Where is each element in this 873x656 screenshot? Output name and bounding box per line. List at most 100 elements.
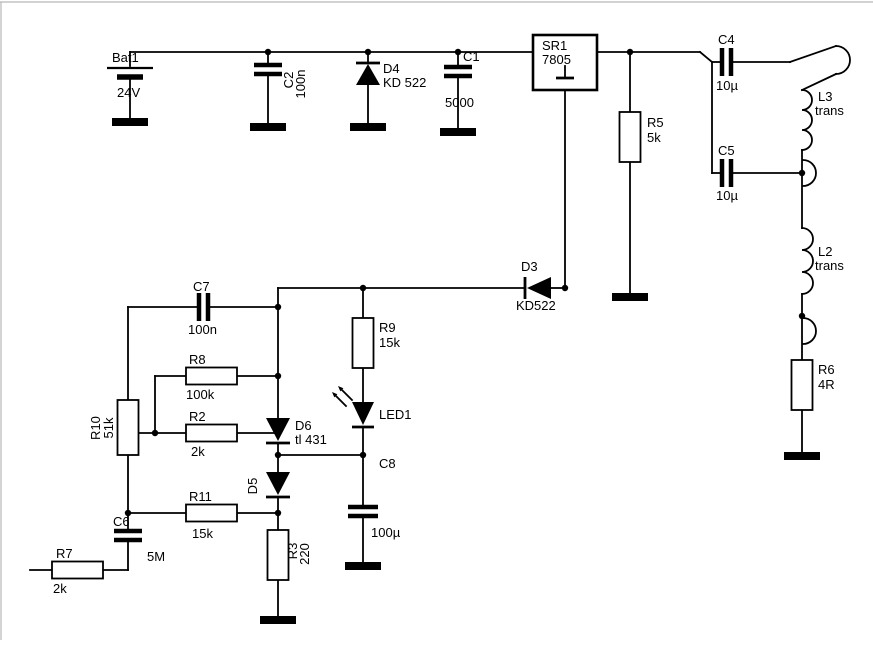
- component-value: 10µ: [716, 188, 738, 203]
- component-ref: R3: [285, 543, 300, 560]
- resistor-r7: R7 2k: [51, 546, 104, 596]
- wires: [29, 44, 838, 617]
- junction-dot: [264, 48, 272, 56]
- capacitor-c8: C8 100µ: [348, 456, 401, 540]
- regulator-body: [531, 33, 599, 92]
- component-value: 220: [297, 543, 312, 565]
- component-value: 15k: [379, 335, 400, 350]
- resistor-body: [185, 423, 238, 443]
- component-ref: LED1: [379, 407, 412, 422]
- diode-icon: [527, 277, 551, 299]
- component-ref: D5: [245, 478, 260, 495]
- component-value: 5k: [647, 130, 661, 145]
- resistor-r6: R6 4R: [790, 359, 835, 411]
- diode-d4: D4 KD 522: [356, 61, 426, 90]
- component-ref: D3: [521, 259, 538, 274]
- component-ref: C5: [718, 143, 735, 158]
- component-value: 2k: [53, 581, 67, 596]
- component-ref: C2: [281, 72, 296, 89]
- connector-icon: [835, 45, 851, 75]
- wire: [800, 72, 838, 92]
- junction-dot: [359, 284, 367, 292]
- ground-icon: [112, 118, 148, 126]
- component-value: 51k: [101, 417, 116, 438]
- diode-d5: D5: [245, 472, 290, 499]
- regulator-sr1: SR1 7805: [531, 33, 599, 92]
- ground-icon: [350, 123, 386, 131]
- resistor-body: [266, 529, 290, 581]
- component-value: tl 431: [295, 432, 327, 447]
- ground-icon: [612, 293, 648, 301]
- resistor-r8: R8 100k: [185, 352, 238, 402]
- component-ref: R2: [189, 409, 206, 424]
- junction-dot: [274, 303, 282, 311]
- inductor-l2: L2 trans: [801, 227, 844, 295]
- component-ref: L3: [818, 89, 832, 104]
- component-ref: SR1: [542, 38, 567, 53]
- component-ref: R5: [647, 115, 664, 130]
- component-ref: R7: [56, 546, 73, 561]
- resistor-body: [185, 366, 238, 386]
- component-value: KD 522: [383, 75, 426, 90]
- led-emission-arrow-icon: [332, 392, 338, 398]
- component-ref: R6: [818, 362, 835, 377]
- resistor-r11: R11 15k: [185, 489, 238, 541]
- shunt-regulator-d6: D6 tl 431: [266, 418, 327, 447]
- component-value: 100n: [293, 70, 308, 99]
- component-value: 100k: [186, 387, 215, 402]
- junction-dot: [274, 509, 282, 517]
- resistor-r9: R9 15k: [351, 317, 400, 369]
- led-emission-arrow-icon: [339, 387, 354, 402]
- component-ref: D6: [295, 418, 312, 433]
- ground-icon: [345, 562, 381, 570]
- junction-dots: [124, 48, 806, 517]
- component-ref: C6: [113, 514, 130, 529]
- resistor-body: [351, 317, 375, 369]
- junction-dot: [561, 284, 569, 292]
- resistor-body: [618, 111, 642, 163]
- diode-d3: D3 KD522: [516, 259, 556, 313]
- capacitor-c5: C5 10µ: [716, 143, 738, 203]
- component-value: 5M: [147, 549, 165, 564]
- ground-icon: [250, 123, 286, 131]
- ground-icon: [784, 452, 820, 460]
- led-icon: [352, 402, 374, 425]
- component-value: 4R: [818, 377, 835, 392]
- junction-dot: [798, 169, 806, 177]
- ground-icon: [260, 616, 296, 624]
- diode-icon: [266, 472, 290, 495]
- component-value: 15k: [192, 526, 213, 541]
- component-ref: D4: [383, 61, 400, 76]
- component-value: 7805: [542, 52, 571, 67]
- component-value: 24V: [117, 85, 140, 100]
- component-value: KD522: [516, 298, 556, 313]
- resistor-body: [790, 359, 814, 411]
- component-value: 2k: [191, 444, 205, 459]
- inductor-l3: L3 trans: [801, 89, 844, 151]
- component-value: 5000: [445, 95, 474, 110]
- component-ref: R10: [88, 416, 103, 440]
- coil-icon: [801, 89, 813, 151]
- capacitor-c7: C7 100n: [188, 279, 217, 337]
- connectors: [802, 45, 851, 345]
- connector-icon: [802, 317, 817, 345]
- component-value: 10µ: [716, 78, 738, 93]
- component-ref: R11: [189, 489, 212, 504]
- junction-dot: [274, 372, 282, 380]
- component-ref: R8: [189, 352, 206, 367]
- grounds: [112, 118, 820, 624]
- resistor-r3: R3 220: [266, 529, 312, 581]
- diode-icon: [356, 64, 380, 85]
- junction-dot: [454, 48, 462, 56]
- component-ref: C1: [463, 49, 480, 64]
- led-led1: LED1: [332, 386, 412, 429]
- resistor-body: [51, 560, 104, 580]
- coil-icon: [801, 227, 814, 295]
- capacitor-c1: C1 5000: [444, 49, 480, 110]
- junction-dot: [626, 48, 634, 56]
- diode-icon: [266, 418, 290, 441]
- capacitor-c6: C6 5M: [113, 514, 165, 564]
- capacitor-c2: C2 100n: [254, 62, 308, 99]
